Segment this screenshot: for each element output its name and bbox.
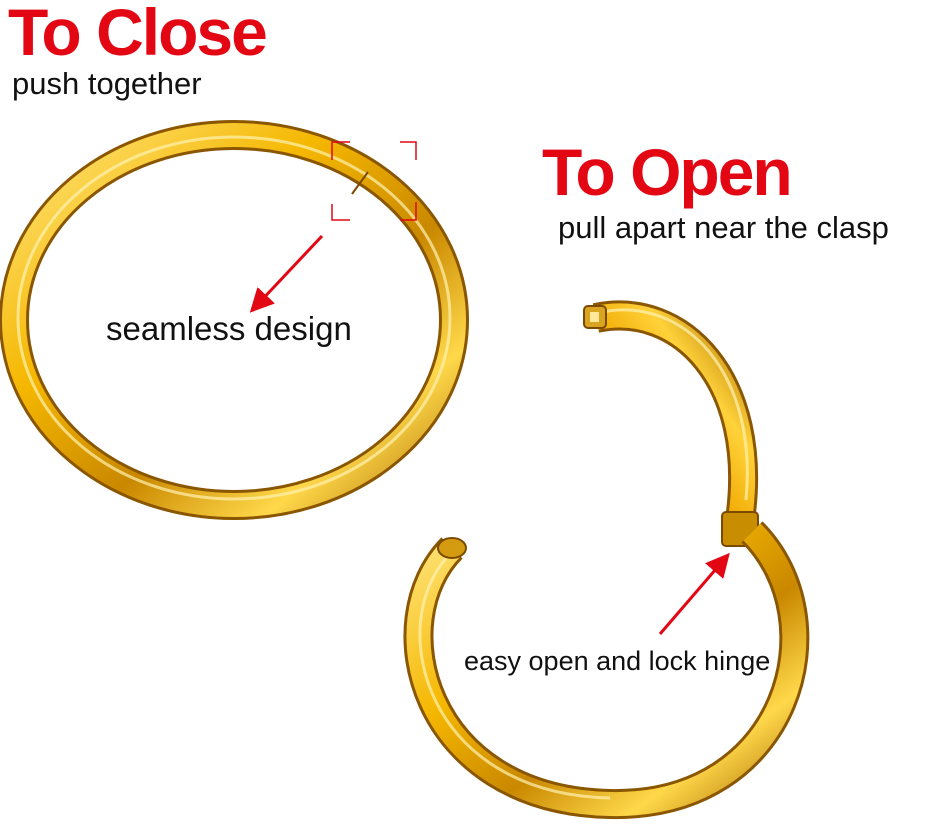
seam-bracket [400,141,417,160]
arrow-icon [249,234,324,313]
seam-bracket [331,204,350,221]
close-heading: To Close [8,0,268,69]
close-instruction: push together [12,66,202,101]
hinge-callout: easy open and lock hinge [464,646,771,676]
seam-bracket [400,202,417,221]
seam-bracket [331,141,350,160]
open-instruction: pull apart near the clasp [558,210,889,245]
closed-ring-icon [0,120,469,520]
arrow-icon [658,552,730,635]
open-hinged-ring-icon [403,300,810,820]
seamless-callout: seamless design [106,310,352,347]
open-heading: To Open [542,135,793,209]
